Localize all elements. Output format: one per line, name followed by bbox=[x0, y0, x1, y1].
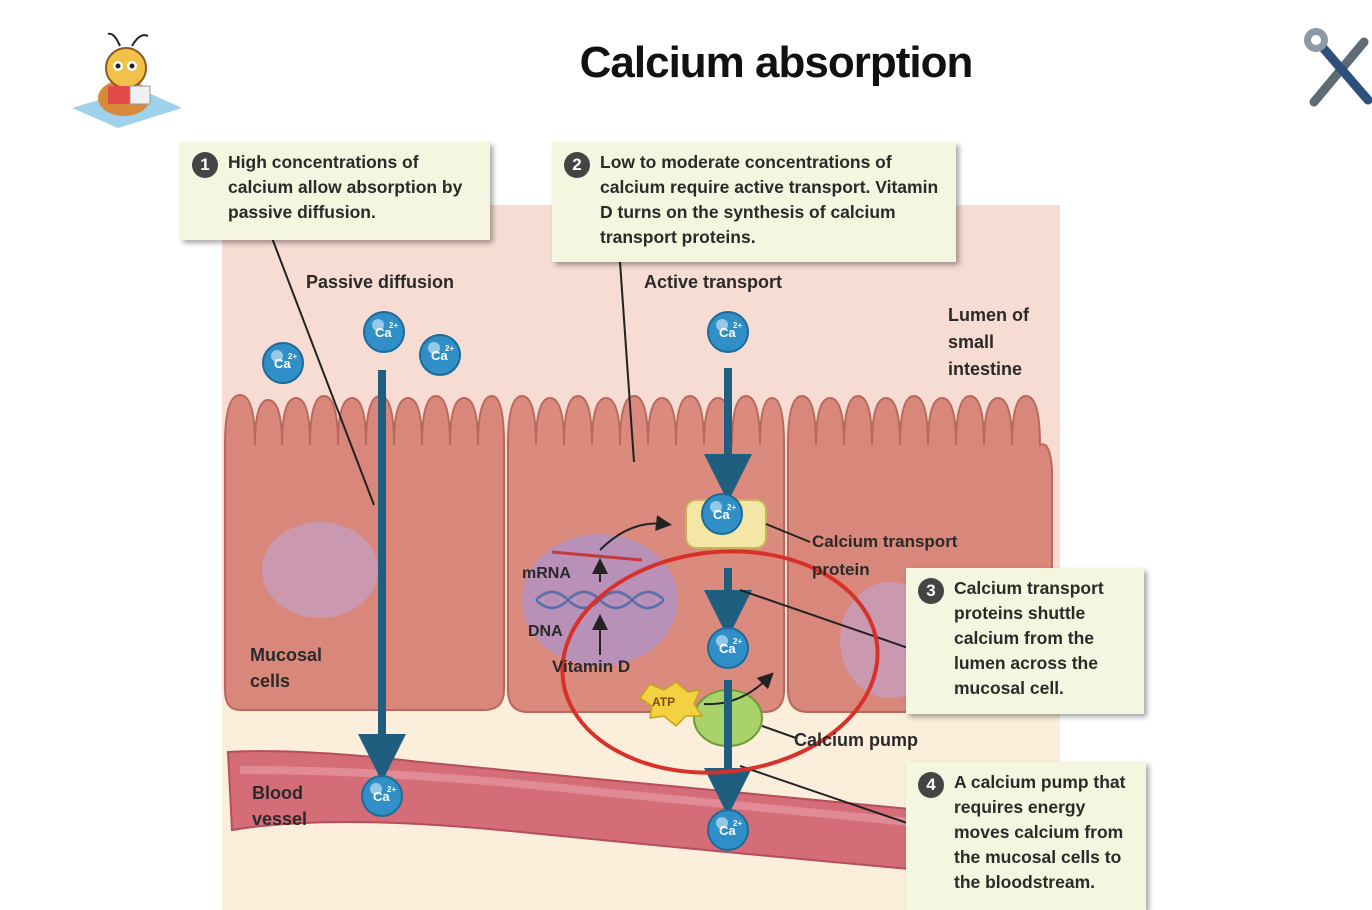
calcium-ion-label: Ca bbox=[719, 641, 736, 656]
active-transport-label: Active transport bbox=[644, 272, 782, 292]
calcium-ion-label: Ca bbox=[274, 356, 291, 371]
atp-molecule bbox=[638, 681, 704, 728]
callout-4: 4 A calcium pump that requires energy mo… bbox=[906, 762, 1146, 910]
lumen-label: Lumen of small intestine bbox=[948, 305, 1029, 379]
calcium-ion-label: Ca bbox=[373, 789, 390, 804]
calcium-ion-label: Ca bbox=[713, 507, 730, 522]
callout-2: 2 Low to moderate concentrations of calc… bbox=[552, 142, 956, 262]
callout-3: 3 Calcium transport proteins shuttle cal… bbox=[906, 568, 1144, 714]
atp-energy-arrow bbox=[703, 672, 774, 706]
calcium-ion-charge: 2+ bbox=[445, 344, 454, 353]
calcium-ion-charge: 2+ bbox=[288, 352, 297, 361]
calcium-ion: Ca2+ bbox=[707, 809, 749, 851]
calcium-ion: Ca2+ bbox=[707, 311, 749, 353]
calcium-ion-charge: 2+ bbox=[389, 321, 398, 330]
callout-2-text: Low to moderate concentrations of calciu… bbox=[600, 152, 939, 247]
callout-2-leader bbox=[619, 261, 635, 463]
callout-3-text: Calcium transport proteins shuttle calci… bbox=[954, 578, 1104, 698]
calcium-ion: Ca2+ bbox=[701, 493, 743, 535]
blood-vessel-label: Blood vessel bbox=[252, 783, 308, 829]
calcium-ion: Ca2+ bbox=[262, 342, 304, 384]
dna-helix bbox=[535, 590, 665, 610]
calcium-ion-charge: 2+ bbox=[733, 819, 742, 828]
pump-leader bbox=[761, 725, 797, 739]
vitamin-d-label: Vitamin D bbox=[552, 657, 630, 676]
calcium-ion-charge: 2+ bbox=[727, 503, 736, 512]
callout-1-text: High concentrations of calcium allow abs… bbox=[228, 152, 463, 222]
dna-label: DNA bbox=[528, 623, 563, 640]
calcium-ion: Ca2+ bbox=[707, 627, 749, 669]
highlight-circle bbox=[560, 549, 880, 775]
calcium-ion-label: Ca bbox=[375, 325, 392, 340]
mrna-strand bbox=[551, 550, 643, 562]
calcium-pump-label: Calcium pump bbox=[794, 730, 918, 750]
calcium-ion: Ca2+ bbox=[361, 775, 403, 817]
calcium-ion-label: Ca bbox=[431, 348, 448, 363]
passive-diffusion-label: Passive diffusion bbox=[306, 272, 454, 292]
callout-4-text: A calcium pump that requires energy move… bbox=[954, 772, 1126, 892]
step-2-badge: 2 bbox=[564, 152, 590, 178]
transport-protein-leader bbox=[765, 523, 811, 543]
mrna-to-protein-arrow bbox=[599, 515, 672, 551]
transport-protein-label: Calcium transport protein bbox=[812, 532, 958, 579]
nucleus-left bbox=[262, 522, 378, 618]
callout-1: 1 High concentrations of calcium allow a… bbox=[180, 142, 490, 240]
mascot-icon bbox=[68, 28, 186, 132]
calcium-ion-charge: 2+ bbox=[733, 321, 742, 330]
step-1-badge: 1 bbox=[192, 152, 218, 178]
callout-3-leader bbox=[739, 589, 915, 651]
blood-vessel-highlight bbox=[239, 766, 911, 826]
step-4-badge: 4 bbox=[918, 772, 944, 798]
atp-label: ATP bbox=[652, 695, 675, 709]
calcium-ion: Ca2+ bbox=[419, 334, 461, 376]
calcium-ion-charge: 2+ bbox=[733, 637, 742, 646]
callout-4-leader bbox=[739, 765, 917, 827]
tools-icon[interactable] bbox=[1304, 22, 1372, 112]
calcium-ion-charge: 2+ bbox=[387, 785, 396, 794]
calcium-ion-label: Ca bbox=[719, 325, 736, 340]
callout-1-leader bbox=[271, 237, 375, 506]
calcium-ion-label: Ca bbox=[719, 823, 736, 838]
page-title: Calcium absorption bbox=[579, 38, 974, 87]
mrna-label: mRNA bbox=[522, 565, 571, 582]
calcium-ion: Ca2+ bbox=[363, 311, 405, 353]
mucosal-cells-label: Mucosal cells bbox=[250, 645, 323, 691]
step-3-badge: 3 bbox=[918, 578, 944, 604]
